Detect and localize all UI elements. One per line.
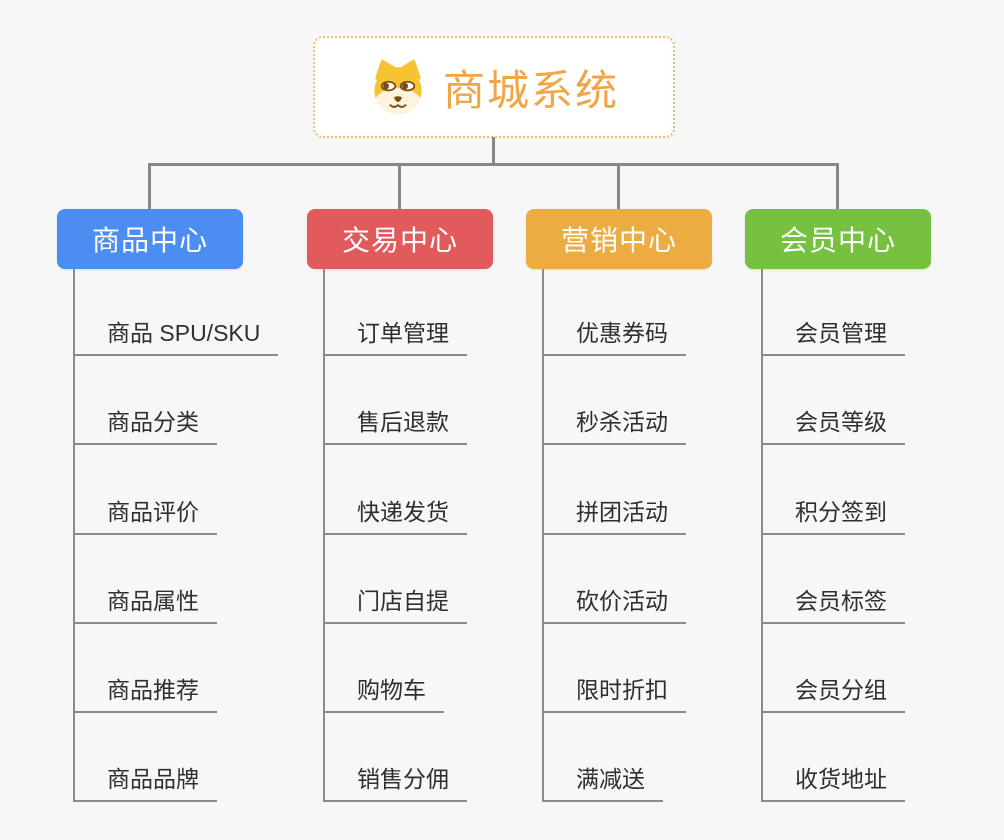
branch-node-product-center[interactable]: 商品中心 xyxy=(57,209,243,269)
root-title: 商城系统 xyxy=(442,66,619,114)
leaf-node-flash-sale[interactable]: 秒杀活动 xyxy=(542,407,686,445)
leaf-node-product-attribute[interactable]: 商品属性 xyxy=(73,586,217,624)
leaf-node-store-pickup[interactable]: 门店自提 xyxy=(323,586,467,624)
leaf-node-sales-commission[interactable]: 销售分佣 xyxy=(323,764,467,802)
branch-line-trade xyxy=(323,269,325,802)
branch-label: 会员中心 xyxy=(779,225,896,256)
leaf-node-limited-time-discount[interactable]: 限时折扣 xyxy=(542,675,686,713)
connector-root-stub xyxy=(492,137,495,166)
connector-drop-member xyxy=(836,163,839,210)
branch-line-marketing xyxy=(542,269,544,802)
connector-horizontal xyxy=(148,163,839,166)
connector-drop-product xyxy=(148,163,151,210)
leaf-node-shopping-cart[interactable]: 购物车 xyxy=(323,675,444,713)
branch-node-trade-center[interactable]: 交易中心 xyxy=(307,209,493,269)
branch-line-product xyxy=(73,269,75,802)
root-node[interactable]: 商城系统 xyxy=(313,36,675,138)
leaf-node-points-checkin[interactable]: 积分签到 xyxy=(761,497,905,535)
leaf-node-order-management[interactable]: 订单管理 xyxy=(323,318,467,356)
branch-line-member xyxy=(761,269,763,802)
shiba-dog-icon xyxy=(374,59,422,115)
branch-node-member-center[interactable]: 会员中心 xyxy=(745,209,931,269)
leaf-node-product-category[interactable]: 商品分类 xyxy=(73,407,217,445)
leaf-node-member-management[interactable]: 会员管理 xyxy=(761,318,905,356)
leaf-node-group-buy[interactable]: 拼团活动 xyxy=(542,497,686,535)
leaf-node-coupon-code[interactable]: 优惠券码 xyxy=(542,318,686,356)
leaf-node-aftersale-refund[interactable]: 售后退款 xyxy=(323,407,467,445)
branch-node-marketing-center[interactable]: 营销中心 xyxy=(526,209,712,269)
branch-label: 交易中心 xyxy=(341,225,458,256)
leaf-node-product-brand[interactable]: 商品品牌 xyxy=(73,764,217,802)
leaf-node-product-spu-sku[interactable]: 商品 SPU/SKU xyxy=(73,318,279,356)
leaf-node-product-recommend[interactable]: 商品推荐 xyxy=(73,675,217,713)
connector-drop-trade xyxy=(398,163,401,210)
leaf-node-member-level[interactable]: 会员等级 xyxy=(761,407,905,445)
leaf-node-product-review[interactable]: 商品评价 xyxy=(73,497,217,535)
leaf-node-full-reduction[interactable]: 满减送 xyxy=(542,764,663,802)
leaf-node-member-group[interactable]: 会员分组 xyxy=(761,675,905,713)
leaf-node-express-shipping[interactable]: 快递发货 xyxy=(323,497,467,535)
connector-drop-marketing xyxy=(617,163,620,210)
leaf-node-shipping-address[interactable]: 收货地址 xyxy=(761,764,905,802)
leaf-node-member-tag[interactable]: 会员标签 xyxy=(761,586,905,624)
branch-label: 商品中心 xyxy=(91,225,208,256)
branch-label: 营销中心 xyxy=(560,225,677,256)
leaf-node-bargain-activity[interactable]: 砍价活动 xyxy=(542,586,686,624)
